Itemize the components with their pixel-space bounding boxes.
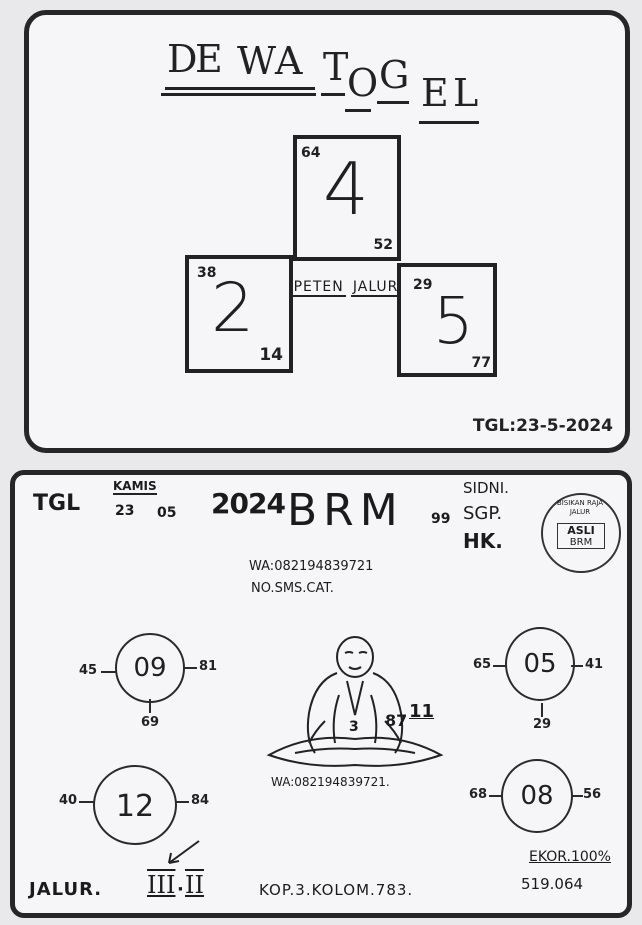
circle-bottom-number: 69 (141, 715, 160, 730)
circle-right-number: 41 (585, 657, 604, 672)
circle-center-number: 05 (523, 649, 557, 679)
day-label: KAMIS (113, 479, 157, 495)
monk-number: 3 (349, 719, 359, 735)
circle-bottom-number: 29 (533, 717, 552, 732)
circle-connector (541, 703, 543, 717)
brm-stamp: BISIKAN RAJA JALUR ASLI BRM (541, 493, 621, 573)
brand-letter: A (275, 39, 305, 83)
right-number-box: 29 5 77 (397, 263, 497, 377)
jalur-roman-1: III (147, 871, 176, 899)
circle-connector (149, 699, 151, 713)
brand-title: D E W A T O G E L (139, 35, 499, 124)
box-main-number: 5 (433, 285, 474, 359)
stamp-brm: BRM (569, 537, 593, 548)
brand-underline (165, 87, 315, 90)
circle-left-number: 68 (469, 787, 488, 802)
circle-connector (79, 801, 95, 803)
prediction-circle: 09 (115, 633, 185, 703)
market-hk: HK. (463, 529, 503, 553)
circle-center-number: 09 (133, 653, 167, 683)
circle-left-number: 40 (59, 793, 78, 808)
circle-center-number: 08 (520, 781, 554, 811)
kop-kolom: KOP.3.KOLOM.783. (259, 881, 414, 899)
prediction-circle: 05 (505, 627, 575, 701)
bottom-prediction-card: TGL KAMIS 23 05 2024 BRM 99 SIDNI. SGP. … (10, 470, 632, 918)
box-corner-top-left: 64 (301, 145, 321, 161)
tgl-label: TGL (33, 491, 81, 516)
jalur-dot: · (177, 879, 184, 900)
brand-letter: E (421, 71, 451, 115)
box-main-number: 2 (211, 269, 255, 348)
no-sms: NO.SMS.CAT. (251, 581, 334, 596)
prediction-circle: 08 (501, 759, 573, 833)
brm-title: BRM (287, 485, 404, 536)
circle-connector (175, 801, 189, 803)
stamp-ring-text: BISIKAN RAJA JALUR (556, 499, 604, 516)
brand-letter: D (167, 37, 200, 81)
brand-underline (321, 93, 345, 96)
center-label-peten: PETEN (291, 279, 346, 297)
arrow-icon (168, 840, 200, 864)
box-corner-bottom-right: 14 (259, 345, 283, 365)
box-corner-bottom-right: 52 (373, 237, 393, 253)
monk-tag: 87 (385, 711, 408, 730)
box-corner-bottom-right: 77 (471, 355, 491, 371)
whatsapp-top: WA:082194839721 (249, 559, 374, 574)
brand-letter: W (237, 39, 279, 83)
box-corner-top-left: 29 (413, 277, 433, 293)
monk-tag-sub: 11 (409, 701, 435, 722)
brm-subscript: 99 (431, 511, 451, 527)
brand-letter: E (195, 37, 225, 81)
date-month: 05 (157, 505, 177, 521)
jalur-roman-2: II (185, 871, 204, 899)
top-number-box: 64 4 52 (293, 135, 401, 261)
top-prediction-card: D E W A T O G E L 64 4 52 38 2 14 PETEN … (24, 10, 630, 453)
box-main-number: 4 (323, 147, 369, 231)
brand-letter: O (347, 61, 381, 105)
circle-left-number: 45 (79, 663, 98, 678)
meditating-monk-illustration (266, 636, 444, 767)
center-label-jalur: JALUR (350, 279, 401, 297)
stamp-center: ASLI BRM (557, 523, 605, 549)
box-corner-top-left: 38 (197, 265, 217, 281)
top-date: TGL:23-5-2024 (472, 416, 613, 436)
circle-right-number: 56 (583, 787, 602, 802)
brand-letter: T (323, 45, 351, 89)
left-number-box: 38 2 14 (185, 255, 293, 373)
circle-right-number: 84 (191, 793, 210, 808)
market-sidni: SIDNI. (463, 479, 509, 497)
circle-center-number: 12 (115, 789, 155, 824)
whatsapp-bottom: WA:082194839721. (271, 775, 390, 789)
stamp-asli: ASLI (567, 524, 595, 537)
market-sgp: SGP. (463, 503, 503, 524)
circle-connector (493, 665, 507, 667)
jalur-label: JALUR. (29, 879, 103, 900)
brand-underline (345, 109, 371, 112)
circle-right-number: 81 (199, 659, 218, 674)
circle-connector (101, 671, 117, 673)
ekor-value: 519.064 (521, 875, 584, 893)
date-day: 23 (115, 503, 135, 519)
brand-underline (419, 121, 479, 124)
ekor-label: EKOR.100% (529, 849, 611, 865)
circle-left-number: 65 (473, 657, 492, 672)
circle-connector (571, 665, 583, 667)
date-year: 2024 (211, 487, 286, 520)
brand-letter: L (453, 71, 481, 115)
prediction-circle: 12 (93, 765, 177, 845)
circle-connector (489, 795, 503, 797)
circle-connector (183, 667, 197, 669)
brand-underline (377, 101, 409, 104)
circle-connector (571, 795, 583, 797)
brand-underline (161, 93, 316, 96)
center-label: PETEN JALUR (291, 273, 401, 343)
brand-letter: G (379, 53, 412, 97)
